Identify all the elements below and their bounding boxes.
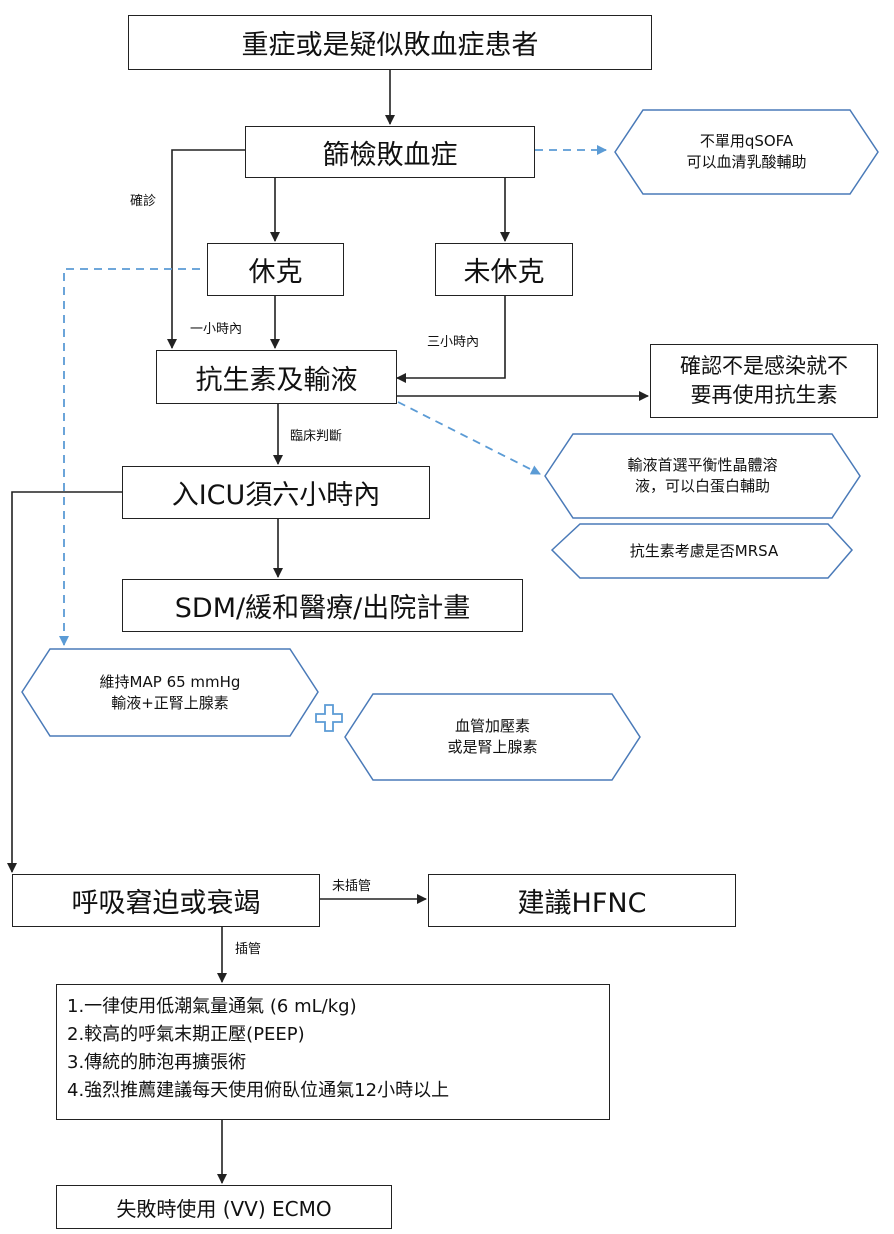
edge-label-within-1h: 一小時內 bbox=[190, 322, 243, 337]
node-screening: 篩檢敗血症 bbox=[245, 126, 535, 178]
note-fluid-line1: 輸液首選平衡性晶體溶 bbox=[627, 456, 778, 474]
note-fluid-line2: 液，可以白蛋白輔助 bbox=[634, 477, 770, 495]
node-patient: 重症或是疑似敗血症患者 bbox=[128, 15, 652, 70]
node-antibiotics-fluids: 抗生素及輸液 bbox=[156, 350, 397, 404]
node-patient-label: 重症或是疑似敗血症患者 bbox=[241, 30, 539, 61]
node-hfnc: 建議HFNC bbox=[428, 874, 736, 927]
node-sdm: SDM/緩和醫療/出院計畫 bbox=[122, 579, 523, 632]
node-no-shock-label: 未休克 bbox=[463, 257, 545, 288]
node-antibiotics-fluids-label: 抗生素及輸液 bbox=[195, 364, 358, 396]
node-icu: 入ICU須六小時內 bbox=[122, 466, 430, 519]
note-map-line2: 輸液+正腎上腺素 bbox=[111, 693, 229, 712]
note-fluid-shape bbox=[544, 433, 861, 519]
node-hfnc-label: 建議HFNC bbox=[517, 888, 647, 919]
node-respiratory-label: 呼吸窘迫或衰竭 bbox=[71, 888, 261, 919]
note-mrsa-shape bbox=[550, 523, 854, 579]
note-map: 維持MAP 65 mmHg 輸液+正腎上腺素 bbox=[50, 649, 290, 736]
node-ecmo: 失敗時使用 (VV) ECMO bbox=[56, 1185, 392, 1229]
edge-label-clinical-judgment: 臨床判斷 bbox=[290, 429, 343, 444]
edge-noshock-antibiotics bbox=[396, 296, 506, 383]
plus-icon bbox=[315, 704, 343, 732]
node-ventilation: 1.一律使用低潮氣量通氣 (6 mL/kg) 2.較高的呼氣末期正壓(PEEP)… bbox=[56, 984, 610, 1120]
note-vasopressor-line1: 血管加壓素 bbox=[454, 717, 530, 735]
ventilation-item-2: 2.較高的呼氣末期正壓(PEEP) bbox=[67, 1024, 305, 1045]
edge-label-not-intubated: 未插管 bbox=[332, 879, 372, 894]
edge-dashed-map bbox=[59, 268, 200, 646]
node-no-shock: 未休克 bbox=[435, 243, 573, 296]
note-map-shape bbox=[21, 648, 319, 737]
note-map-line1: 維持MAP 65 mmHg bbox=[99, 672, 241, 691]
node-shock-label: 休克 bbox=[248, 257, 303, 288]
edge-confirmed bbox=[167, 149, 245, 349]
note-vasopressor: 血管加壓素 或是腎上腺素 bbox=[373, 694, 612, 780]
node-stop-antibiotics: 確認不是感染就不 要再使用抗生素 bbox=[650, 344, 878, 418]
node-stop-antibiotics-line2: 要再使用抗生素 bbox=[690, 383, 838, 407]
note-vaso-shape bbox=[344, 693, 641, 781]
note-mrsa: 抗生素考慮是否MRSA bbox=[580, 524, 828, 578]
node-icu-label: 入ICU須六小時內 bbox=[171, 480, 381, 511]
note-vasopressor-line2: 或是腎上腺素 bbox=[447, 738, 538, 756]
note-qsofa: 不單用qSOFA 可以血清乳酸輔助 bbox=[643, 110, 850, 194]
node-ecmo-label: 失敗時使用 (VV) ECMO bbox=[116, 1196, 332, 1221]
edge-icu-respiratory bbox=[7, 491, 122, 873]
ventilation-item-1: 1.一律使用低潮氣量通氣 (6 mL/kg) bbox=[67, 996, 357, 1017]
node-shock: 休克 bbox=[207, 243, 344, 296]
note-qsofa-shape bbox=[614, 109, 879, 195]
node-stop-antibiotics-line1: 確認不是感染就不 bbox=[680, 354, 848, 378]
note-mrsa-label: 抗生素考慮是否MRSA bbox=[629, 541, 779, 560]
ventilation-item-3: 3.傳統的肺泡再擴張術 bbox=[67, 1052, 247, 1073]
note-fluid: 輸液首選平衡性晶體溶 液，可以白蛋白輔助 bbox=[573, 434, 832, 518]
ventilation-item-4: 4.強烈推薦建議每天使用俯臥位通氣12小時以上 bbox=[67, 1080, 450, 1101]
note-qsofa-line2: 可以血清乳酸輔助 bbox=[686, 153, 807, 171]
node-screening-label: 篩檢敗血症 bbox=[322, 139, 458, 171]
edge-dashed-fluid bbox=[397, 401, 541, 475]
edge-label-confirmed: 確診 bbox=[130, 194, 157, 209]
edge-label-within-3h: 三小時內 bbox=[427, 335, 480, 350]
node-sdm-label: SDM/緩和醫療/出院計畫 bbox=[174, 593, 471, 624]
note-qsofa-line1: 不單用qSOFA bbox=[699, 132, 794, 150]
edge-label-intubated: 插管 bbox=[235, 942, 262, 957]
node-respiratory: 呼吸窘迫或衰竭 bbox=[12, 874, 320, 927]
